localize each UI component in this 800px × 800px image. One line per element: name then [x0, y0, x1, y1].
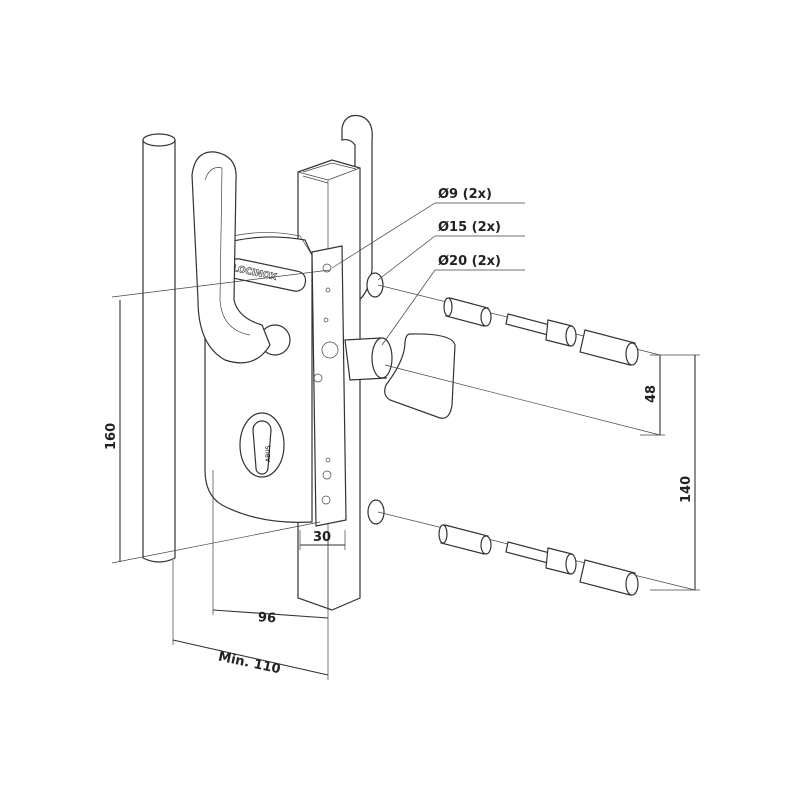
- front-handle: [191, 151, 271, 364]
- dim-96: 96: [257, 610, 276, 626]
- dim-30: 30: [313, 530, 331, 545]
- cylinder-brand: ABUS: [265, 445, 272, 462]
- key-cylinder: [252, 420, 272, 475]
- hole-15-bottom: [367, 499, 385, 525]
- dim-160: 160: [104, 423, 119, 450]
- dim-48: 48: [644, 385, 659, 403]
- mounting-plate: [311, 245, 347, 527]
- fastener-set-top: [443, 297, 639, 366]
- dimension-lines: [111, 269, 700, 680]
- fastener-set-bottom: [438, 524, 639, 596]
- dim-min-110: Min. 110: [217, 649, 282, 677]
- label-diameter-15: Ø15 (2x): [438, 220, 501, 235]
- hole-15-top: [366, 272, 384, 298]
- label-diameter-9: Ø9 (2x): [438, 187, 492, 202]
- gate-pole: [142, 133, 176, 563]
- label-diameter-20: Ø20 (2x): [438, 254, 501, 269]
- dim-140: 140: [679, 476, 694, 503]
- thumb-turn-knob: [344, 333, 456, 419]
